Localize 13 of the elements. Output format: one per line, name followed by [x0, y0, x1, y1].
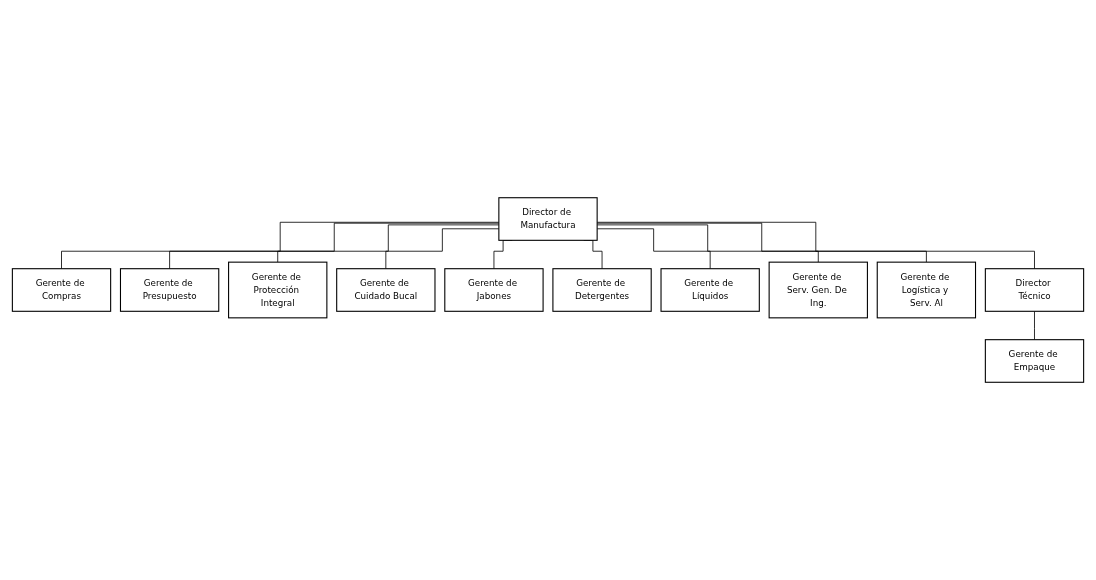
- node-box: Gerente de Compras: [11, 268, 112, 312]
- node-box: Director Técnico: [984, 268, 1085, 312]
- node-box: Gerente de Cuidado Bucal: [336, 268, 436, 312]
- node-box: Director de Manufactura: [498, 197, 598, 241]
- node-box: Gerente de Logística y Serv. Al: [876, 261, 977, 319]
- node-box: Gerente de Líquidos: [660, 268, 760, 312]
- node-box: Gerente de Jabones: [444, 268, 544, 312]
- node-box: Gerente de Protección Integral: [228, 261, 328, 319]
- connector: [1034, 310, 1035, 341]
- node-box: Gerente de Serv. Gen. De Ing.: [768, 261, 868, 319]
- node-box: Gerente de Detergentes: [552, 268, 652, 312]
- node-box: Gerente de Empaque: [984, 339, 1085, 383]
- node-box: Gerente de Presupuesto: [119, 268, 220, 312]
